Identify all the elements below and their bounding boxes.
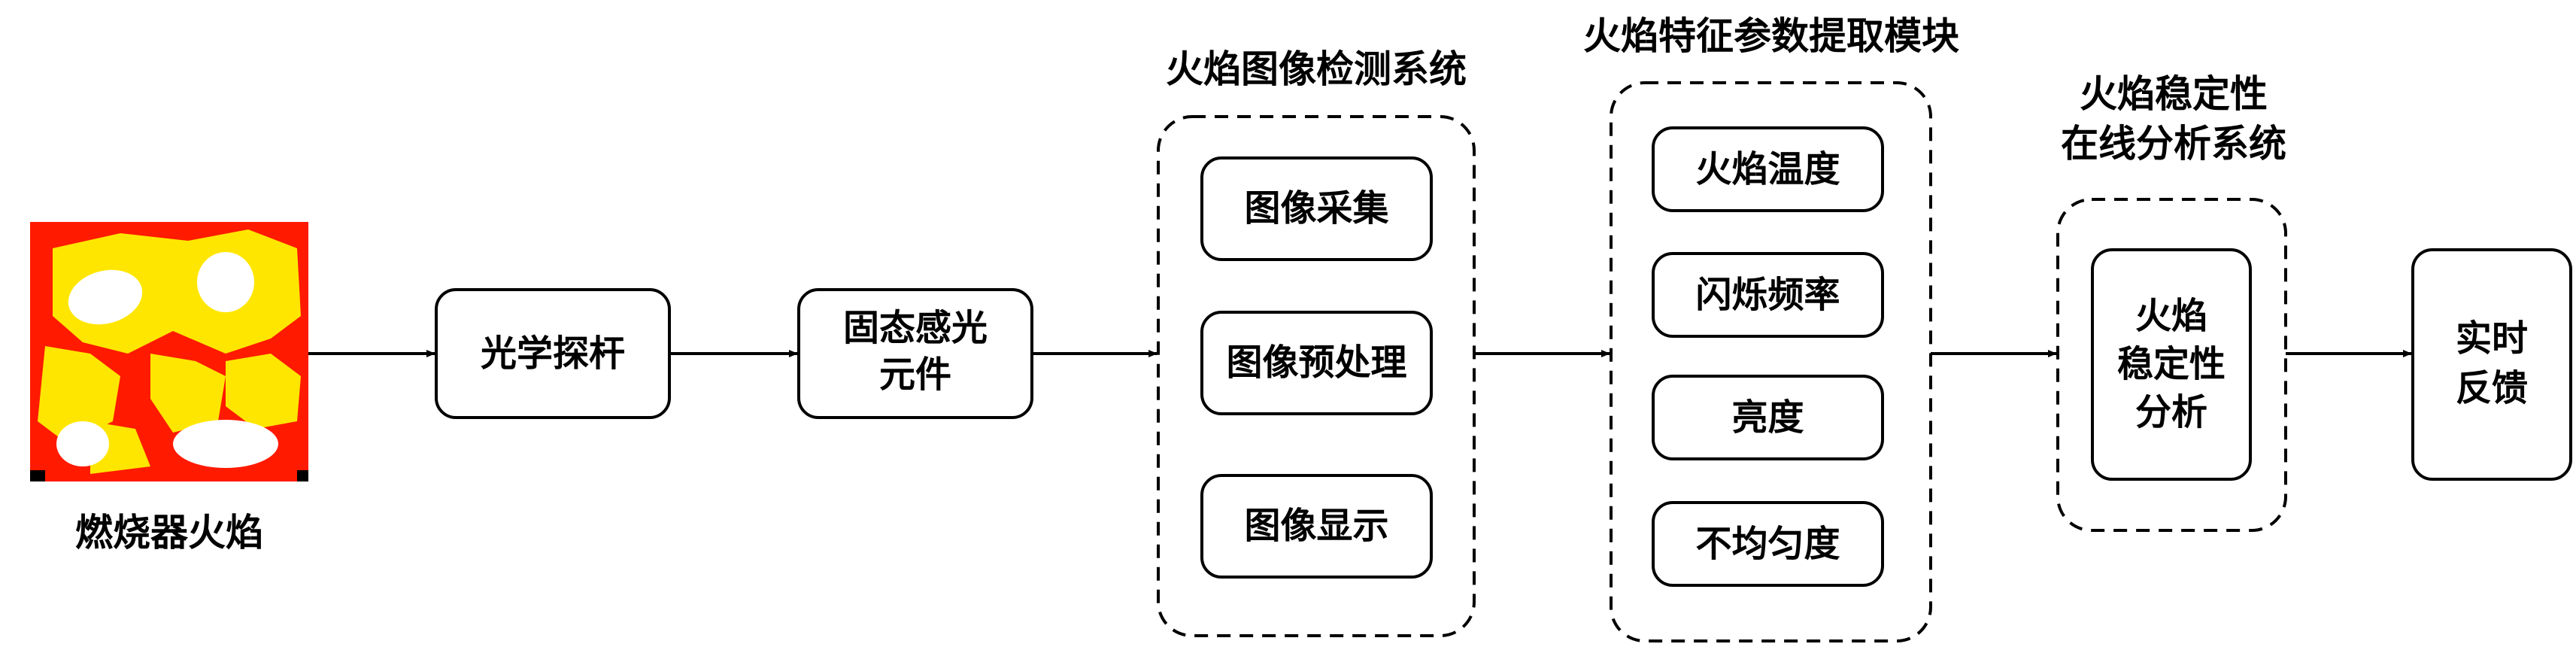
stability-analysis-line2: 稳定性	[2116, 343, 2226, 385]
detection-system-container	[1157, 115, 1476, 637]
flame-temperature-label: 火焰温度	[1695, 148, 1840, 190]
feedback-line1: 实时	[2455, 317, 2528, 360]
probe-label: 光学探杆	[480, 333, 625, 375]
image-acquisition-label: 图像采集	[1244, 187, 1389, 229]
flicker-frequency-label: 闪烁频率	[1695, 274, 1840, 316]
brightness-box	[1652, 375, 1884, 460]
flame-temperature-box	[1652, 126, 1884, 212]
flicker-frequency-box	[1652, 252, 1884, 338]
stability-analysis-line3: 分析	[2135, 391, 2207, 433]
sensor-label-line2: 元件	[878, 354, 951, 396]
image-acquisition-box	[1200, 156, 1433, 261]
brightness-label: 亮度	[1731, 396, 1804, 439]
stability-system-title-line2: 在线分析系统	[2061, 122, 2286, 166]
image-preprocessing-box	[1200, 311, 1433, 415]
stability-analysis-box	[2091, 248, 2252, 481]
feedback-label: 实时 反馈	[2413, 314, 2571, 413]
burner-flame-image	[30, 222, 308, 481]
image-display-box	[1200, 474, 1433, 579]
flame-image-caption: 燃烧器火焰	[75, 511, 263, 554]
feedback-box	[2411, 248, 2572, 481]
nonuniformity-box	[1652, 501, 1884, 587]
sensor-label: 固态感光 元件	[799, 305, 1032, 398]
feature-module-title: 火焰特征参数提取模块	[1583, 14, 1959, 58]
stability-analysis-label: 火焰 稳定性 分析	[2092, 292, 2250, 436]
stability-system-container	[2056, 198, 2287, 532]
image-preprocessing-label: 图像预处理	[1226, 342, 1407, 384]
detection-system-title: 火焰图像检测系统	[1166, 47, 1467, 91]
nonuniformity-label: 不均匀度	[1695, 523, 1840, 565]
stability-system-title: 火焰稳定性 在线分析系统	[2001, 69, 2347, 169]
stability-system-title-line1: 火焰稳定性	[2080, 72, 2268, 116]
image-display-label: 图像显示	[1244, 505, 1389, 547]
feedback-line2: 反馈	[2455, 367, 2528, 409]
feature-module-container	[1610, 81, 1932, 642]
stability-analysis-line1: 火焰	[2135, 295, 2207, 337]
sensor-label-line1: 固态感光	[842, 307, 988, 349]
